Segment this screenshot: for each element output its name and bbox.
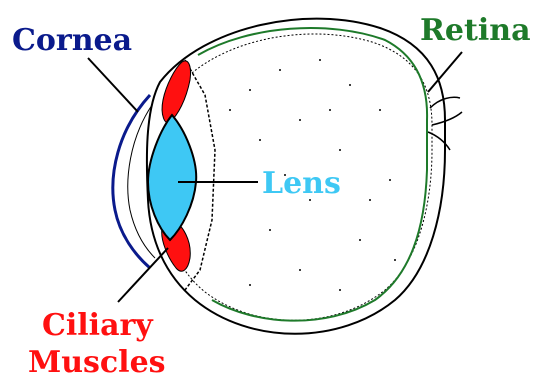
cornea-shape	[113, 95, 150, 268]
lens-shape	[148, 115, 196, 240]
ciliary-label-line2: Muscles	[28, 345, 166, 380]
retina-label: Retina	[420, 13, 531, 48]
ciliary-leader-line	[118, 248, 168, 302]
ciliary-label-line1: Ciliary	[42, 308, 154, 343]
cornea-label: Cornea	[12, 23, 132, 58]
ciliary-muscle-upper	[162, 61, 190, 123]
retina-leader-line	[428, 52, 462, 92]
cornea-leader-line	[88, 58, 138, 112]
lens-label: Lens	[262, 166, 341, 201]
